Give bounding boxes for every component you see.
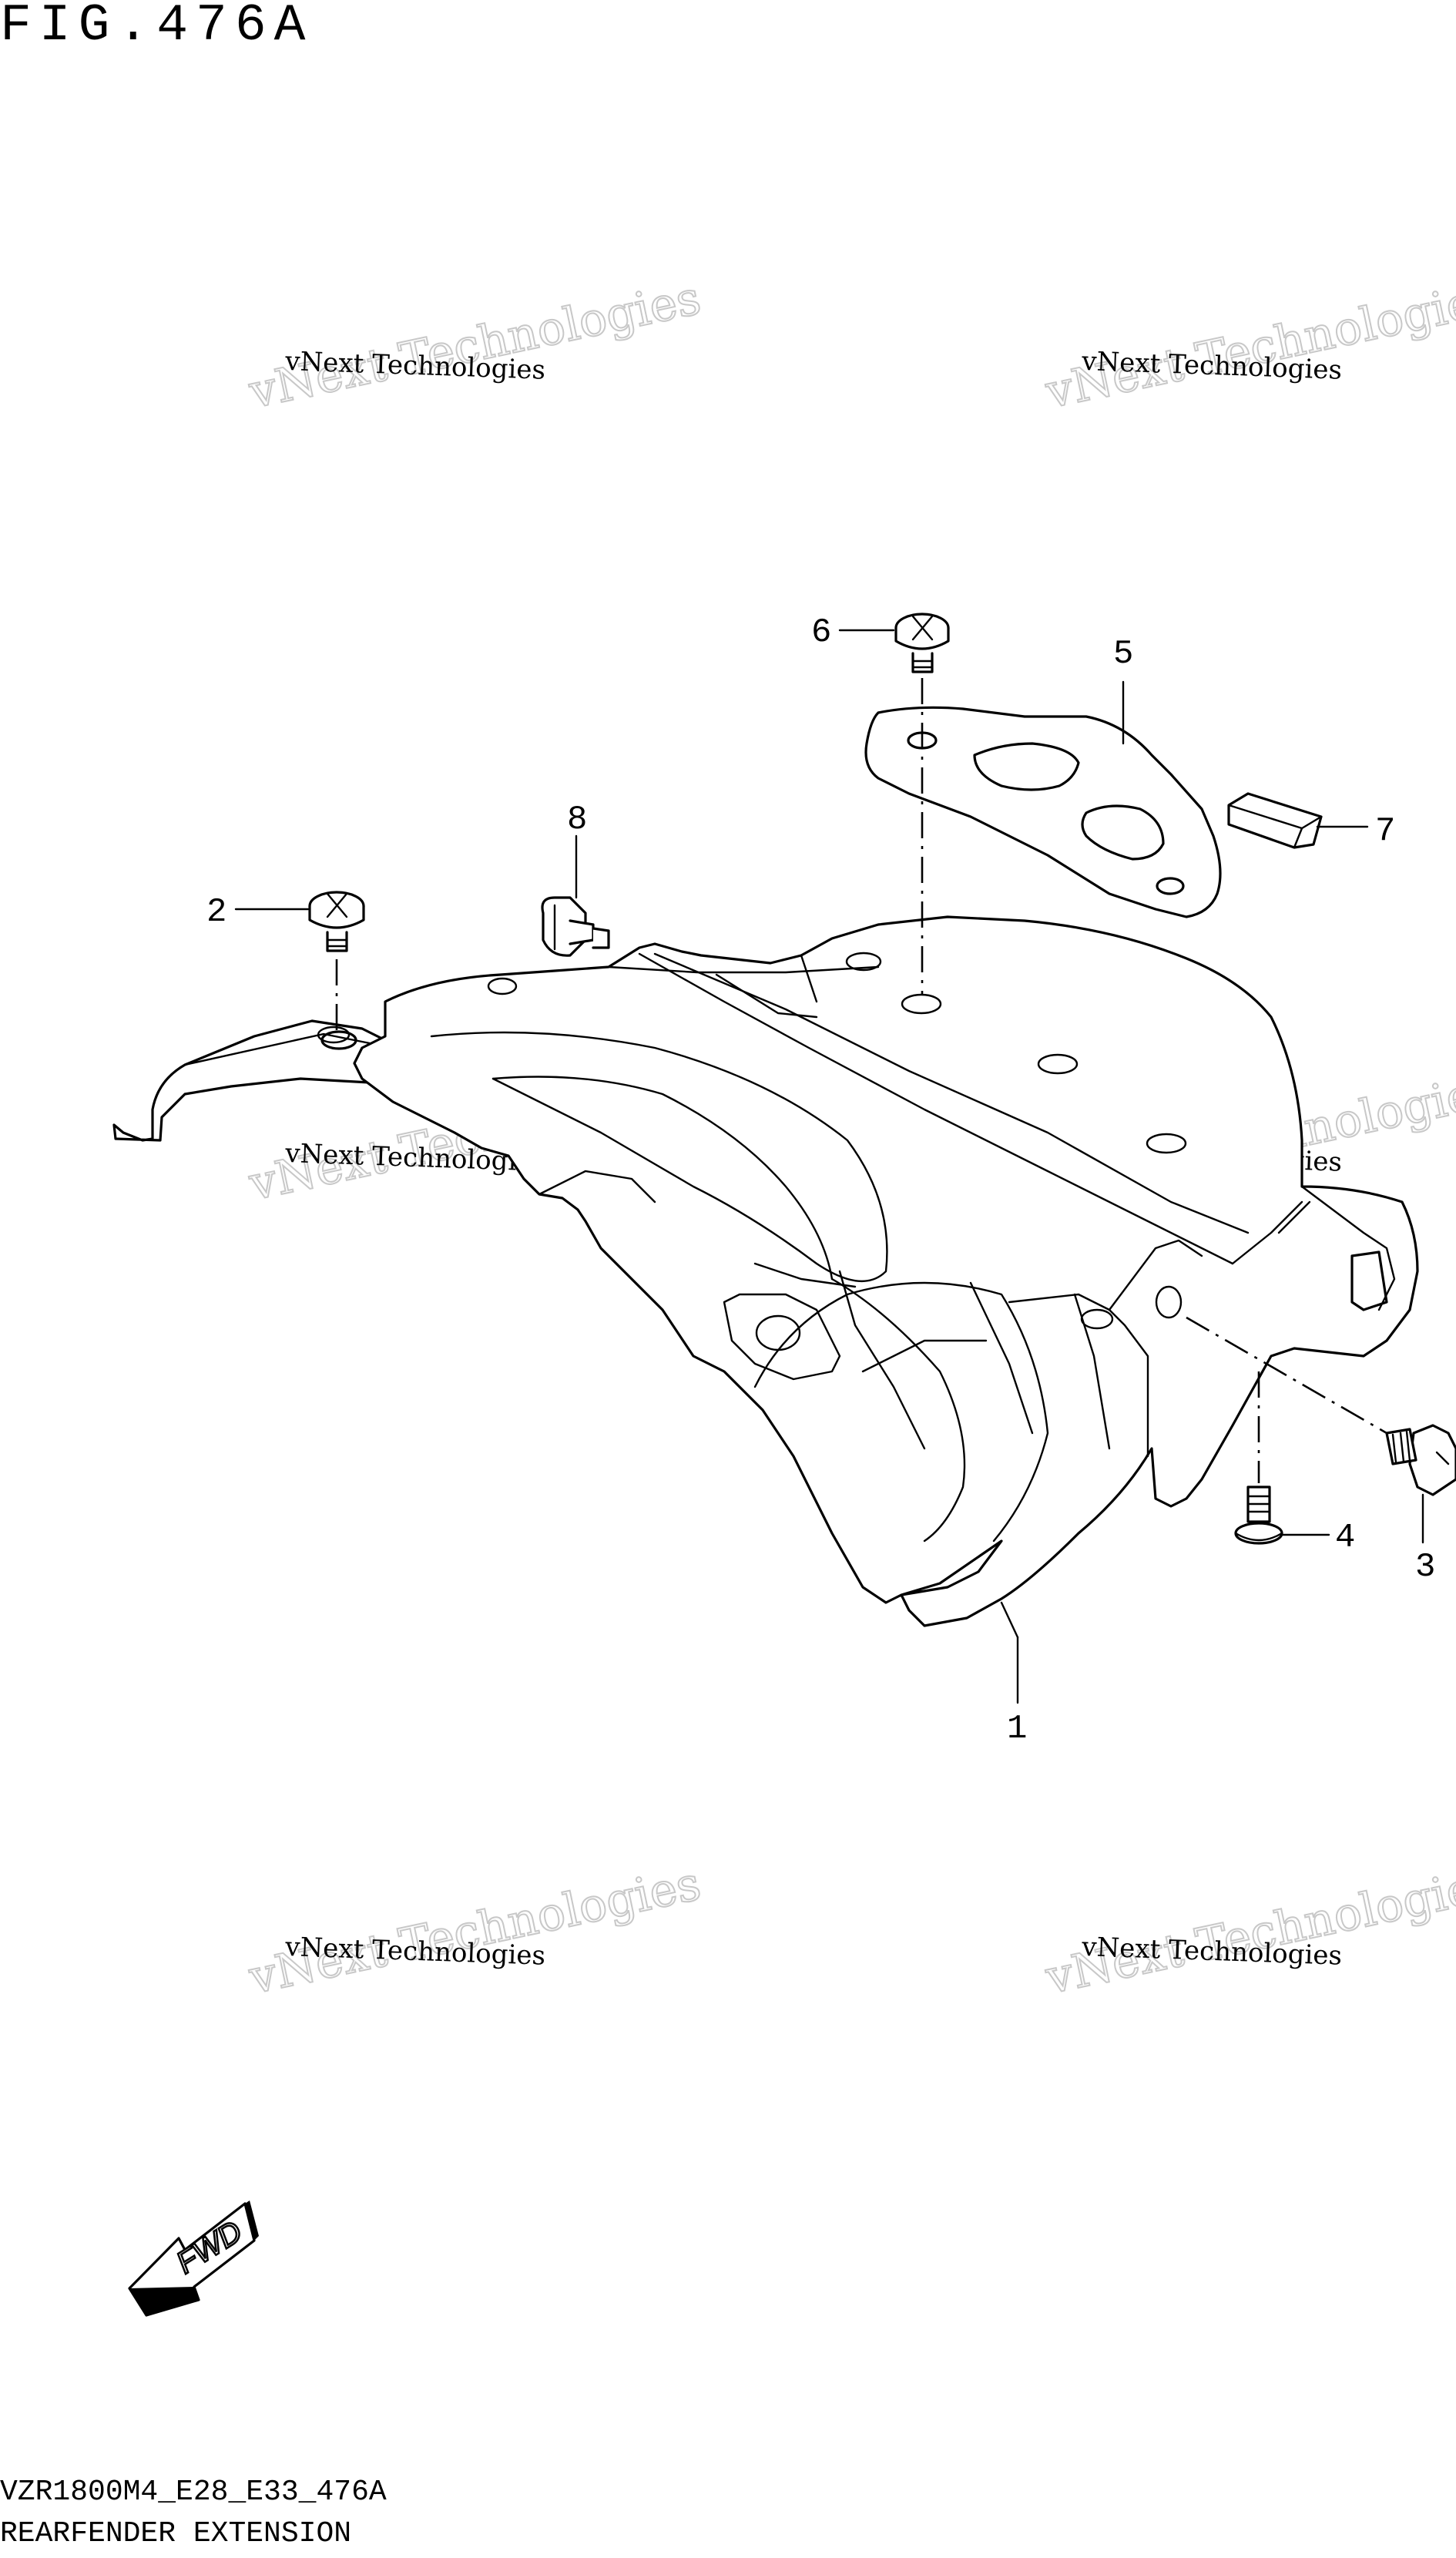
callout-3: 3 <box>1415 1548 1435 1586</box>
watermark-bottom-right: vNext Technologies vNext Technologies <box>1040 1856 1456 2006</box>
part-3-bolt <box>1385 1424 1456 1496</box>
watermark-bottom-left: vNext Technologies vNext Technologies <box>243 1856 706 2006</box>
callout-7: 7 <box>1375 812 1395 851</box>
figure-title: FIG.476A <box>0 0 314 55</box>
callout-1: 1 <box>1007 1710 1027 1748</box>
part-4-screw <box>1234 1485 1283 1545</box>
callout-5: 5 <box>1113 635 1133 673</box>
callout-2: 2 <box>206 893 226 932</box>
leader-lines <box>234 629 1424 1704</box>
assembly-center-lines <box>335 678 1387 1483</box>
fwd-direction-arrow: FWD <box>128 2200 259 2317</box>
part-7-pad <box>1227 792 1323 849</box>
svg-text:vNext Technologies: vNext Technologies <box>244 1857 706 2006</box>
part-2-screw <box>308 891 365 952</box>
model-code: VZR1800M4_E28_E33_476A <box>0 2476 387 2509</box>
part-8-grommet <box>541 896 610 957</box>
svg-text:vNext Technologies: vNext Technologies <box>1041 1857 1456 2006</box>
part-5-bracket <box>864 706 1222 918</box>
callout-4: 4 <box>1335 1519 1355 1557</box>
part-6-screw <box>894 613 950 673</box>
part-name: REARFENDER EXTENSION <box>0 2517 352 2550</box>
callout-6: 6 <box>811 613 831 652</box>
callout-8: 8 <box>567 801 587 839</box>
part-1-fender-extension <box>112 915 1419 1627</box>
svg-text:vNext Technologies: vNext Technologies <box>244 271 706 420</box>
watermark-top-left: vNext Technologies vNext Technologies <box>243 270 706 421</box>
svg-text:vNext Technologies: vNext Technologies <box>1041 271 1456 420</box>
watermark-top-right: vNext Technologies vNext Technologies <box>1040 270 1456 421</box>
